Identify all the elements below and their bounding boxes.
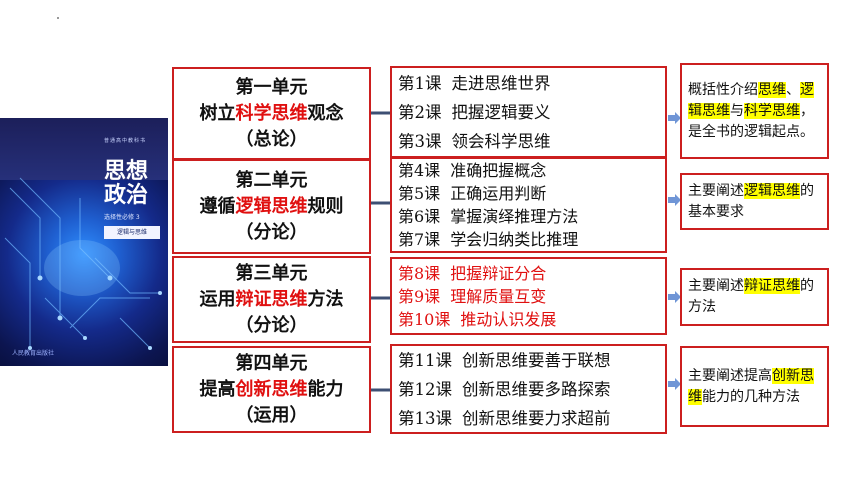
unit-2-name: 第二单元 [235,169,308,191]
unit-4-lessons: 第11课创新思维要善于联想 第12课创新思维要多路探索 第13课创新思维要力求超… [390,344,667,434]
cover-top-band [0,118,168,180]
unit-1-description: 概括性介绍思维、逻辑思维与科学思维，是全书的逻辑起点。 [680,63,829,159]
unit-4-theme: 提高创新思维能力 [199,378,344,400]
unit-1-box: 第一单元 树立科学思维观念 （总论） [172,67,371,160]
unit-4-name: 第四单元 [235,352,308,374]
cover-bottom-text: 人民教育出版社 [12,350,55,357]
unit-1-name: 第一单元 [235,76,308,98]
lesson-11: 第11课创新思维要善于联想 [398,350,611,370]
lesson-5: 第5课正确运用判断 [398,184,547,203]
lesson-13: 第13课创新思维要力求超前 [398,408,611,428]
lesson-8: 第8课把握辩证分合 [398,263,547,283]
lesson-2: 第2课把握逻辑要义 [398,102,551,122]
lesson-10: 第10课推动认识发展 [398,309,557,329]
textbook-cover: 普通高中教科书 思想 政治 选择性必修 3 逻辑与思维 人民教育出版社 [0,118,168,366]
cover-title-line-2: 政治 [104,182,149,208]
arrow-icon-2 [668,194,681,206]
unit-1-lessons: 第1课走进思维世界 第2课把握逻辑要义 第3课领会科学思维 [390,66,667,158]
lesson-4: 第4课准确把握概念 [398,161,547,180]
stray-dot [57,17,59,19]
arrow-icon-4 [668,378,681,390]
unit-2-lessons: 第4课准确把握概念 第5课正确运用判断 第6课掌握演绎推理方法 第7课学会归纳类… [390,157,667,253]
circuit-pattern [4,177,162,350]
unit-2-description: 主要阐述逻辑思维的基本要求 [680,173,829,230]
cover-title-line-1: 思想 [104,158,149,184]
lesson-6: 第6课掌握演绎推理方法 [398,207,579,226]
lesson-3: 第3课领会科学思维 [398,131,551,151]
unit-4-box: 第四单元 提高创新思维能力 （运用） [172,346,371,433]
arrow-icon-3 [668,291,681,303]
cover-title: 思想 政治 [104,159,152,207]
unit-2-theme: 遵循逻辑思维规则 [199,195,344,217]
unit-3-box: 第三单元 运用辩证思维方法 （分论） [172,256,371,343]
unit-3-theme: 运用辩证思维方法 [199,288,344,310]
unit-3-kind: （分论） [235,314,308,336]
lesson-1: 第1课走进思维世界 [398,73,551,93]
unit-3-lessons: 第8课把握辩证分合 第9课理解质量互变 第10课推动认识发展 [390,257,667,335]
lesson-9: 第9课理解质量互变 [398,286,547,306]
arrow-icon-1 [668,112,681,124]
unit-4-description: 主要阐述提高创新思维能力的几种方法 [680,346,829,427]
unit-2-box: 第二单元 遵循逻辑思维规则 （分论） [172,159,371,254]
lesson-12: 第12课创新思维要多路探索 [398,379,611,399]
cover-subtitle: 选择性必修 3 [104,214,140,221]
unit-1-kind: （总论） [235,128,308,150]
cover-tag: 逻辑与思维 [104,226,160,239]
unit-4-kind: （运用） [235,404,308,426]
unit-1-theme: 树立科学思维观念 [199,102,344,124]
unit-3-name: 第三单元 [235,262,308,284]
unit-2-kind: （分论） [235,221,308,243]
lesson-7: 第7课学会归纳类比推理 [398,230,579,249]
cover-publisher-line: 普通高中教科书 [104,138,147,144]
unit-3-description: 主要阐述辩证思维的方法 [680,268,829,326]
